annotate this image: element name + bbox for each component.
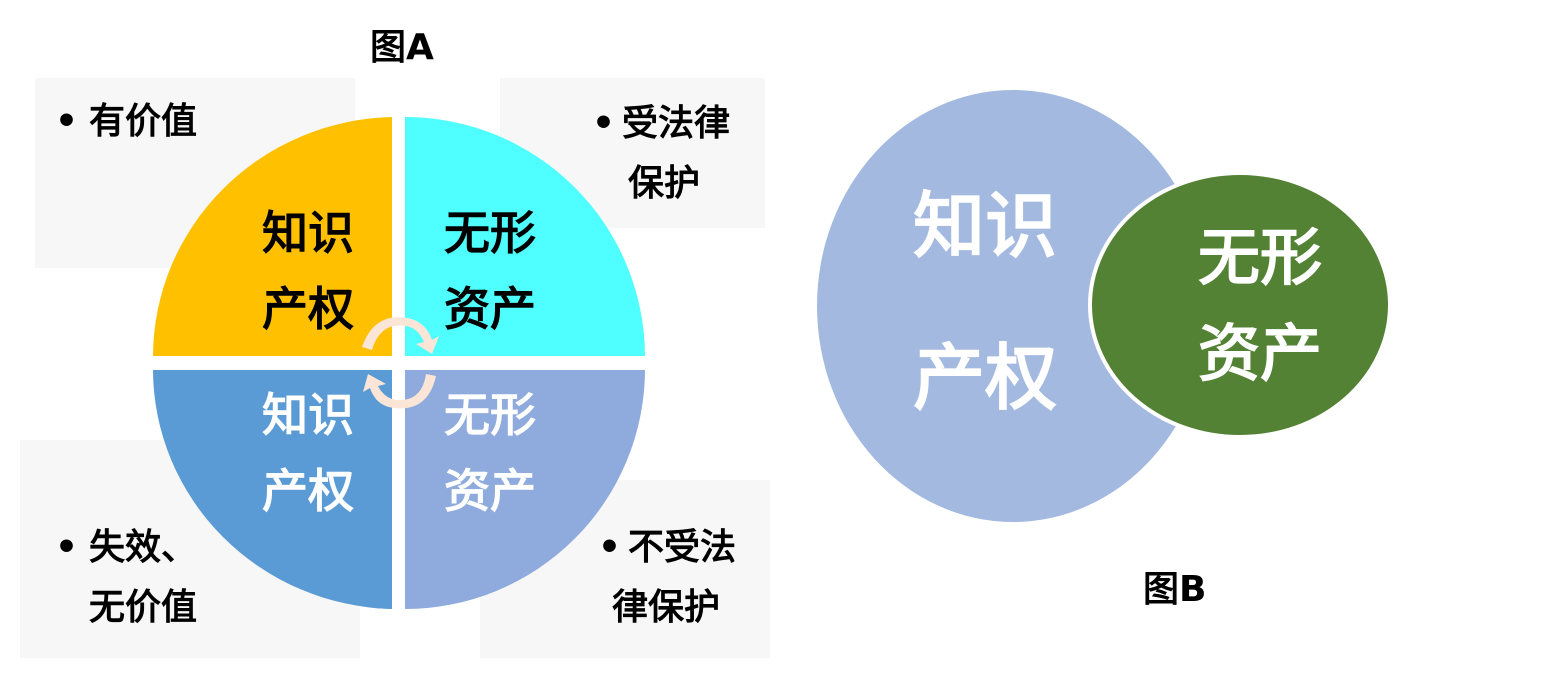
note-top-right-line1: 受法律 [622,103,731,144]
note-bottom-right-line2: 律保护 [612,587,721,628]
quadrant-bottom-left-line2: 产权 [262,464,354,518]
quadrant-circle [153,117,645,609]
cycle-arrows-icon [362,317,439,409]
bullet-icon: • [55,527,79,568]
figure-b-title: 图B [1143,569,1207,610]
figure-a-title: 图A [370,27,434,68]
quadrant-bottom-right-text: 无形 资产 [434,377,546,529]
quadrant-top-left-line1: 知识 [262,206,354,260]
bullet-icon: • [598,527,622,568]
quadrant-top-right-line2: 资产 [444,282,536,336]
bullet-icon: • [592,103,616,144]
quadrant-bottom-right [405,370,645,609]
small-circle-line1: 无形 [1197,221,1322,294]
note-bottom-left-line1: 失效、 [89,527,198,568]
note-bottom-left: •失效、 无价值 [55,518,197,638]
quadrant-top-left-text: 知识 产权 [252,195,364,347]
quadrant-top-left-line2: 产权 [262,282,354,336]
quadrant-bottom-left-text: 知识 产权 [252,377,364,529]
quadrant-bottom-right-line2: 资产 [444,464,536,518]
bullet-icon: • [55,101,79,142]
note-top-left: •有价值 [55,92,197,152]
note-top-right: •受法律 保护 [592,94,730,214]
large-circle-line1: 知识 [912,184,1057,268]
quadrant-top-right-text: 无形 资产 [434,195,546,347]
note-top-left-line1: 有价值 [89,101,198,142]
large-circle [817,90,1209,522]
large-circle-text: 知识 产权 [895,178,1075,426]
quadrant-bottom-left [153,370,392,609]
quadrant-top-left [153,117,392,356]
small-circle [1088,171,1392,439]
note-bottom-right: •不受法 律保护 [598,518,736,638]
small-circle-text: 无形 资产 [1180,210,1340,402]
note-bottom-left-line2: 无价值 [89,587,198,628]
quadrant-top-right-line1: 无形 [444,206,536,260]
quadrant-top-right [405,117,645,356]
small-circle-line2: 资产 [1197,317,1322,390]
venn-diagram [817,90,1392,522]
note-top-right-line2: 保护 [628,163,701,204]
large-circle-line2: 产权 [912,336,1057,420]
note-bottom-right-line1: 不受法 [628,527,737,568]
quadrant-bottom-left-line1: 知识 [262,388,354,442]
quadrant-bottom-right-line1: 无形 [444,388,536,442]
